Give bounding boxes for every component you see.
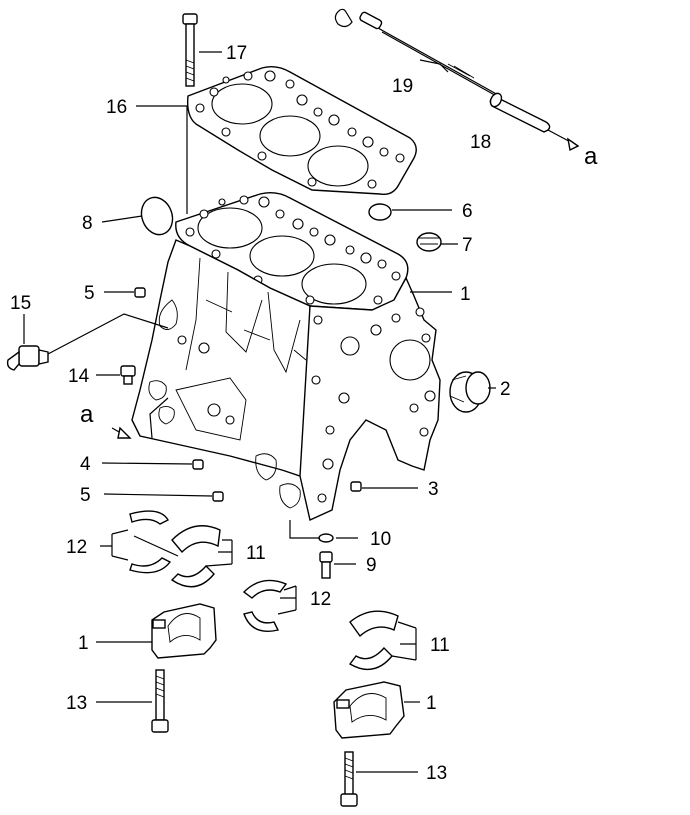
callout-4: 4 [80,454,91,475]
plug-8 [140,196,174,236]
cap-bolt-13-right [340,751,358,807]
plug-5-lower [212,491,224,502]
thrust-washer-12-right [242,579,288,632]
callout-3: 3 [428,479,439,500]
callout-9: 9 [366,555,377,576]
callout-14: 14 [68,366,90,387]
leader-lines [23,51,496,773]
callout-13-left: 13 [66,693,87,714]
callout-17: 17 [226,43,247,64]
bearing-cap-1-right [333,681,405,739]
callout-6: 6 [462,201,473,222]
dipstick-19 [334,8,501,99]
callout-a-top: a [584,143,598,170]
head-bolt-17 [182,13,198,87]
thrust-washer-12-left [129,510,172,574]
callout-7: 7 [462,235,473,256]
callout-1-cap-right: 1 [426,693,437,714]
callout-8: 8 [82,213,93,234]
oil-pressure-switch-15 [6,345,49,371]
callout-1-cap-left: 1 [78,633,89,654]
main-bearing-11-mid [170,525,221,588]
bolt-9 [319,551,333,579]
plug-6 [368,203,392,221]
callout-2: 2 [500,379,511,400]
callout-a-left: a [80,401,94,428]
bearing-cap-1-left [151,603,217,659]
cap-bolt-13-left [151,669,169,733]
callout-15: 15 [10,293,31,314]
callout-11-mid: 11 [246,543,266,564]
callout-12-left: 12 [66,537,87,558]
bushing-2 [449,371,491,413]
callout-18: 18 [470,132,491,153]
bolt-14 [120,365,136,385]
callout-10: 10 [370,529,391,550]
callout-13-right: 13 [426,763,447,784]
main-bearing-11-right [348,610,399,671]
callout-5-lower: 5 [80,485,91,506]
cylinder-block-1 [131,191,441,521]
plug-4 [192,459,204,470]
callout-11-right: 11 [430,635,450,656]
callout-19: 19 [392,76,413,97]
callout-16: 16 [106,97,127,118]
washer-10 [318,533,334,543]
head-gasket-16 [186,65,417,196]
callout-5-upper: 5 [84,283,95,304]
callout-12-right: 12 [310,589,331,610]
dipstick-guide-18 [489,92,580,152]
plug-5-upper [134,287,146,298]
callout-1-block: 1 [460,284,471,305]
plug-3 [350,481,362,492]
plug-7 [416,232,442,252]
